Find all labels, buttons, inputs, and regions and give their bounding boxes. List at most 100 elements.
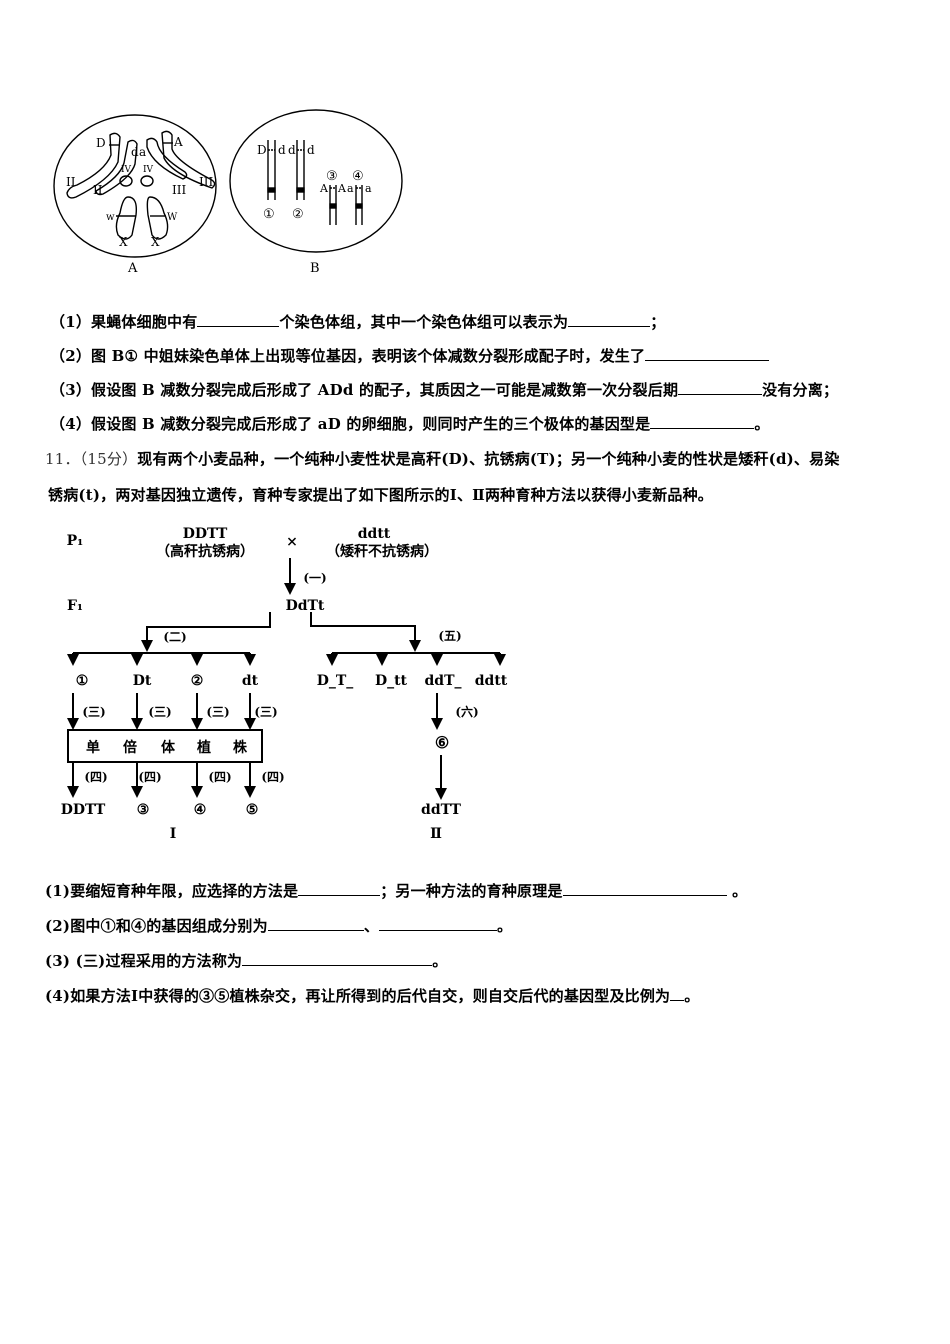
cell-b — [229, 109, 403, 253]
method1-result: ④ — [194, 802, 207, 818]
gene-label: A — [173, 135, 183, 149]
q11-stem-line1: 11．（15分）现有两个小麦品种，一个纯种小麦性状是高秆(D)、抗锈病(T)；另… — [45, 448, 840, 469]
f2-genotype: ddtt — [475, 673, 508, 689]
haploid-char: 单 — [86, 739, 100, 756]
text: 没有分离； — [762, 381, 839, 399]
haploid-char: 株 — [233, 739, 248, 756]
step-label: (二) — [163, 630, 186, 644]
text: (4)如果方法Ⅰ中获得的③⑤植株杂交，再让所得到的后代自交，则自交后代的基因型及… — [45, 987, 671, 1005]
step-label: (四) — [84, 770, 107, 784]
f1-genotype: DdTt — [286, 598, 325, 614]
chromosome-figure: D d a A w W II II IV IV III III X X A D … — [53, 109, 403, 276]
f1-label: F₁ — [67, 598, 83, 614]
text: （4）假设图 B 减数分裂完成后形成了 aD 的卵细胞，则同时产生的三个极体的基… — [50, 415, 651, 433]
figure-label-a: A — [127, 261, 138, 276]
chromosome-label: II — [66, 175, 76, 189]
step-label: (四) — [261, 770, 284, 784]
chromosome-label: III — [172, 183, 186, 197]
f2-genotype: D_tt — [375, 673, 408, 689]
parent2-phenotype: （矮秆不抗锈病） — [326, 543, 438, 560]
step-label: (三) — [148, 705, 171, 719]
answer-blank[interactable] — [678, 380, 763, 395]
answer-blank[interactable] — [670, 986, 685, 1001]
step-label: (五) — [438, 629, 461, 643]
answer-blank[interactable] — [379, 916, 498, 931]
gene-label: D — [96, 136, 106, 150]
parent1-genotype: DDTT — [183, 526, 228, 542]
chromosome-label: II — [93, 183, 103, 197]
q10-part4: （4）假设图 B 减数分裂完成后形成了 aD 的卵细胞，则同时产生的三个极体的基… — [50, 413, 770, 434]
answer-blank[interactable] — [298, 881, 381, 896]
text: 。 — [497, 917, 513, 935]
gene-label: d — [307, 143, 315, 157]
text: 。 — [754, 415, 770, 433]
gene-label: a — [139, 145, 146, 159]
step-label: (六) — [455, 704, 478, 719]
gene-label: d — [131, 145, 139, 159]
q11-sub1: (1)要缩短育种年限，应选择的方法是；另一种方法的育种原理是 。 — [45, 880, 747, 901]
answer-blank[interactable] — [267, 916, 364, 931]
answer-blank[interactable] — [242, 951, 433, 966]
haploid-char: 植 — [196, 739, 211, 756]
method2-label: Ⅱ — [430, 826, 442, 842]
cell-a — [53, 114, 217, 258]
gene-label: d — [288, 143, 296, 157]
answer-blank[interactable] — [645, 346, 770, 361]
gene-label: W — [167, 212, 178, 223]
chromatid-number: ② — [292, 207, 304, 222]
gene-label: a — [347, 182, 354, 195]
q11-stem-line2: 锈病(t)，两对基因独立遗传，育种专家提出了如下图所示的Ⅰ、Ⅱ两种育种方法以获得… — [48, 484, 713, 505]
text: (1)要缩短育种年限，应选择的方法是 — [45, 882, 299, 900]
method2-result: ddTT — [421, 802, 461, 818]
answer-blank[interactable] — [568, 312, 651, 327]
gamete: ① — [76, 673, 89, 689]
q10-part3: （3）假设图 B 减数分裂完成后形成了 ADd 的配子，其质因之一可能是减数第一… — [50, 379, 838, 400]
method1-result: ③ — [137, 802, 150, 818]
gene-label: A — [337, 182, 347, 195]
chromatid-number: ③ — [326, 169, 338, 184]
text: ； — [650, 313, 666, 331]
p1-label: P₁ — [67, 533, 84, 549]
chromosome-label: X — [119, 235, 128, 249]
text: （3）假设图 B 减数分裂完成后形成了 ADd 的配子，其质因之一可能是减数第一… — [50, 381, 679, 399]
answer-blank[interactable] — [197, 312, 280, 327]
q10-part2: （2）图 B① 中姐妹染色单体上出现等位基因，表明该个体减数分裂形成配子时，发生… — [50, 345, 770, 366]
q11-sub3: (3) (三)过程采用的方法称为。 — [45, 950, 447, 971]
parent2-genotype: ddtt — [358, 526, 391, 542]
chromosome-label: IV — [121, 165, 132, 175]
text: 锈病(t)，两对基因独立遗传，育种专家提出了如下图所示的Ⅰ、Ⅱ两种育种方法以获得… — [48, 486, 713, 504]
q11-sub4: (4)如果方法Ⅰ中获得的③⑤植株杂交，再让所得到的后代自交，则自交后代的基因型及… — [45, 985, 699, 1006]
text: 。 — [684, 987, 700, 1005]
gene-label: d — [278, 143, 286, 157]
text: 。 — [726, 882, 748, 900]
q11-sub2: (2)图中①和④的基因组成分别为 、 。 — [45, 915, 512, 936]
figure-label-b: B — [310, 261, 320, 276]
step-label: (四) — [138, 770, 161, 784]
chromosome-label: X — [151, 235, 160, 249]
chromatid-number: ① — [263, 207, 275, 222]
haploid-char: 倍 — [123, 739, 137, 756]
step-label: (三) — [254, 705, 277, 719]
gamete: dt — [242, 673, 259, 689]
step-label: (三) — [82, 705, 105, 719]
gene-label: w — [106, 212, 115, 223]
chromosome-label: III — [199, 175, 213, 189]
answer-blank[interactable] — [562, 881, 727, 896]
haploid-char: 体 — [161, 739, 176, 756]
breeding-diagram: P₁ F₁ DDTT （高秆抗锈病） × ddtt （矮秆不抗锈病） (一) D… — [61, 526, 508, 842]
answer-blank[interactable] — [650, 414, 755, 429]
q10-part1: （1）果蝇体细胞中有个染色体组，其中一个染色体组可以表示为； — [50, 311, 665, 332]
gamete: Dt — [133, 673, 152, 689]
step-label: (三) — [206, 705, 229, 719]
method1-label: Ⅰ — [170, 826, 177, 842]
step-label: (四) — [208, 770, 231, 784]
gene-label: A — [319, 182, 329, 195]
question-number: 11．（15分） — [45, 450, 138, 468]
gamete: ② — [191, 673, 204, 689]
method1-result: DDTT — [61, 802, 106, 818]
text: (2)图中①和④的基因组成分别为 — [45, 917, 268, 935]
gene-label: D — [257, 143, 267, 157]
cross-symbol: × — [286, 534, 298, 550]
text: 。 — [432, 952, 448, 970]
text: 、 — [363, 917, 380, 935]
